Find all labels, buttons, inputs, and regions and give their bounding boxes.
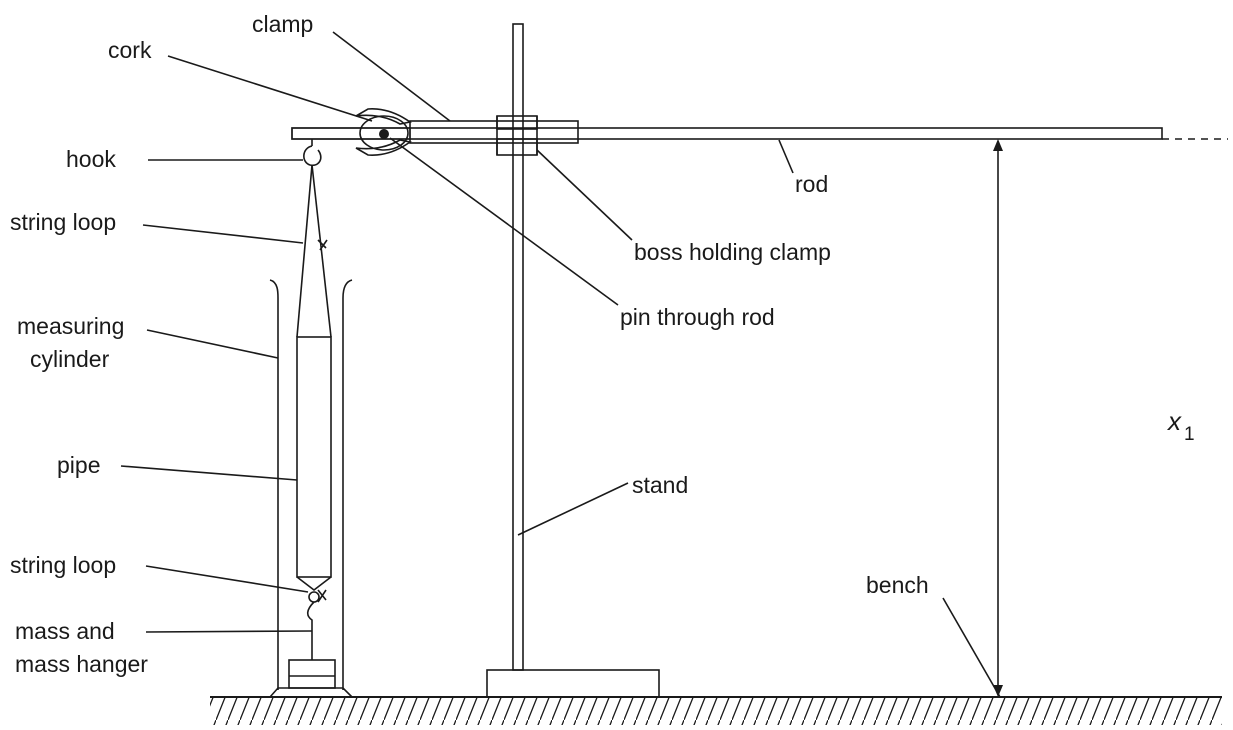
labels: cork clamp hook string loop measuring cy… bbox=[10, 11, 1195, 677]
hook bbox=[303, 139, 322, 167]
leader-mass bbox=[145, 630, 313, 633]
leader-bench bbox=[942, 597, 1001, 698]
label-mass-hanger: mass hanger bbox=[15, 651, 148, 677]
hanger-wire bbox=[306, 601, 315, 660]
bench bbox=[210, 696, 1222, 725]
label-boss-holding-clamp: boss holding clamp bbox=[634, 239, 831, 265]
cylinder-right-wall bbox=[342, 279, 353, 690]
leader-string-loop-bottom bbox=[145, 565, 309, 593]
label-stand: stand bbox=[632, 472, 688, 498]
string-lower-ring bbox=[308, 591, 320, 603]
label-cylinder: cylinder bbox=[30, 346, 110, 372]
stand bbox=[486, 23, 660, 698]
pipe bbox=[296, 336, 332, 578]
leader-lines bbox=[120, 31, 1001, 698]
leader-string-loop-top bbox=[142, 224, 304, 244]
boss-holding-clamp bbox=[496, 115, 538, 156]
boss-upper bbox=[496, 115, 538, 130]
bench-hatching bbox=[210, 697, 1222, 725]
label-pipe: pipe bbox=[57, 452, 100, 478]
label-string-loop-top: string loop bbox=[10, 209, 116, 235]
label-string-loop-bottom: string loop bbox=[10, 552, 116, 578]
leader-clamp bbox=[332, 31, 451, 122]
label-x-subscript: 1 bbox=[1184, 424, 1195, 445]
mass-block bbox=[288, 659, 336, 689]
string-loop-top bbox=[296, 164, 332, 338]
label-bench: bench bbox=[866, 572, 929, 598]
string-left bbox=[296, 164, 313, 338]
label-cork: cork bbox=[108, 37, 152, 63]
hook-curl bbox=[303, 145, 322, 167]
label-pin-through-rod: pin through rod bbox=[620, 304, 775, 330]
string-knot-top bbox=[317, 239, 328, 251]
label-measuring: measuring bbox=[17, 313, 124, 339]
x1-dimension bbox=[993, 138, 1228, 697]
stand-base bbox=[486, 669, 660, 698]
rod-through-cork bbox=[291, 127, 411, 140]
cylinder-base bbox=[269, 687, 353, 698]
string-lower-triangle bbox=[296, 576, 332, 592]
leader-pin bbox=[389, 137, 619, 306]
string-knot-bottom bbox=[317, 589, 327, 603]
label-clamp: clamp bbox=[252, 11, 313, 37]
leader-boss bbox=[536, 149, 633, 241]
leader-stand bbox=[517, 482, 629, 536]
label-hook: hook bbox=[66, 146, 116, 172]
arrow-head-top bbox=[993, 139, 1003, 151]
string-loop-bottom bbox=[296, 576, 332, 603]
boss-lower bbox=[496, 138, 538, 156]
label-mass-and: mass and bbox=[15, 618, 115, 644]
measuring-cylinder bbox=[269, 279, 353, 698]
cork bbox=[359, 115, 409, 151]
leader-rod bbox=[778, 139, 794, 174]
pin-head bbox=[379, 129, 389, 139]
mass-and-hanger bbox=[288, 601, 336, 689]
string-right bbox=[311, 164, 332, 338]
cylinder-left-wall bbox=[269, 279, 279, 690]
label-rod: rod bbox=[795, 171, 828, 197]
leader-measuring-cylinder bbox=[146, 329, 279, 359]
rod bbox=[291, 127, 1163, 140]
leader-cork bbox=[167, 55, 373, 122]
leader-pipe bbox=[120, 465, 298, 481]
label-x-symbol: x bbox=[1166, 406, 1182, 436]
clamp-jaw-bottom bbox=[355, 139, 412, 156]
